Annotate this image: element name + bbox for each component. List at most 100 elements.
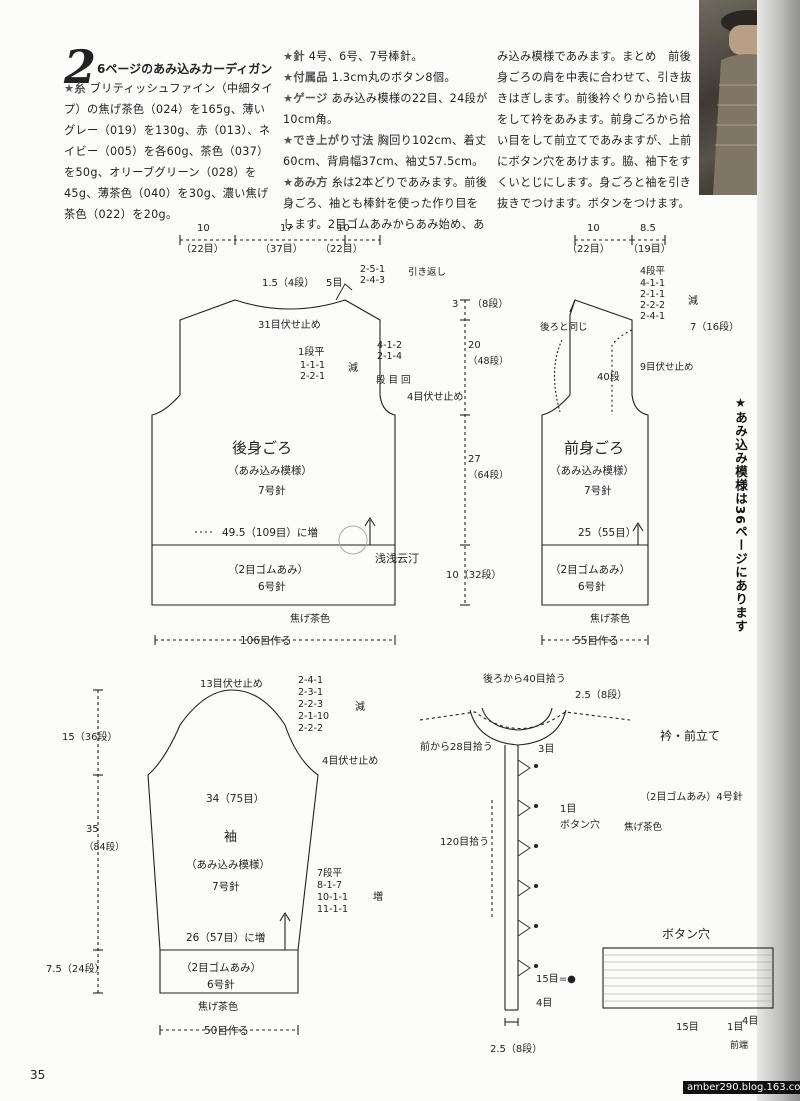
method-label: ★あみ方 [283,176,328,189]
diagram-label: 2.5（8段） [490,1042,542,1055]
diagram-label: 2-4-1 [640,311,665,322]
method-text: 糸は2本どりであみます。前後身ごろ、袖とも棒針を使った作り目をします。2目ゴムあ… [283,176,488,231]
buttonhole-chart-title: ボタン穴 [662,926,710,941]
diagram-stroke [517,759,531,977]
diagram-label: （64段） [468,469,509,481]
collar-title: 衿・前立て [660,728,720,743]
diagram-label: 焦げ茶色 [198,1000,238,1013]
front-title: 前身ごろ [564,439,624,457]
diagram-label: 4目 [536,998,552,1009]
size-text: 胸回り102cm、着丈60cm、背肩幅37cm、袖丈57.5cm。 [283,134,487,168]
diagram-label: 13目伏せ止め [200,677,263,690]
diagram-label: 7号針 [258,484,286,497]
diagram-label: 2-4-3 [360,275,385,286]
diagram-stroke [534,844,538,848]
materials-column: ★糸 ブリティッシュファイン（中細タイプ）の焦げ茶色（024）を165g、薄いグ… [64,78,276,225]
back-neck-bind: 31目伏せ止め [258,318,321,331]
diagram-label: 3 [452,299,458,310]
diagram-stroke [481,707,553,731]
diagram-stroke [534,964,538,968]
diagram-label: 2-1-1 [640,289,665,300]
book-spine-shadow [757,0,800,1101]
diagram-label: 11-1-1 [317,904,348,915]
diagram-stroke [534,764,538,768]
diagram-label: 前端 [730,1039,748,1051]
back-armhole-bind: 4目伏せ止め [407,390,463,403]
diagram-label: 15目=● [536,974,576,985]
diagram-label: 7段平 [317,867,343,879]
diagram-label: 2-2-1 [300,371,325,382]
diagram-label: 10（32段） [446,568,501,581]
diagram-label: 焦げ茶色 [290,612,330,625]
diagram-stroke [632,521,644,532]
diagram-label: 35 [86,824,99,835]
diagram-label: 34（75目） [206,793,264,805]
diagram-label: （あみ込み模様） [186,858,270,871]
back-dim-mid: 17 [280,223,293,234]
diagram-label: 9目伏せ止め [640,361,694,373]
diagram-label: 6号針 [207,978,235,991]
source-url: amber290.blog.163.com [683,1081,800,1094]
diagram-stroke [553,339,563,413]
diagram-label: 後ろから40目拾う [483,672,566,685]
diagram-label: （2目ゴムあみ） [550,563,630,576]
diagram-label: 後ろと同じ [540,321,588,333]
size-label: ★でき上がり寸法 [283,134,374,147]
watermark-text: 浅浅云汀 [375,552,419,565]
diagram-label: 4段平 [640,265,666,277]
diagram-label: 8-1-7 [317,880,342,891]
diagram-stroke [611,329,633,415]
diagram-label: 27 [468,454,481,465]
diagram-stroke [364,516,376,527]
back-cast-on: 106目作る [240,635,292,647]
diagram-stroke [534,884,538,888]
diagram-stroke [419,711,631,729]
diagram-label: 10-1-1 [317,892,348,903]
diagram-stroke [469,709,567,746]
specs-column: ★針 4号、6号、7号棒針。 ★付属品 1.3cm丸のボタン8個。 ★ゲージ あ… [283,46,488,235]
diagram-stroke [534,924,538,928]
diagram-label: 15目 [676,1022,699,1033]
diagram-label: 1段平 [298,345,324,358]
diagram-label: 20 [468,340,481,351]
needle-text: 4号、6号、7号棒針。 [308,50,423,63]
finishing-column: み込み模様であみます。まとめ 前後身ごろの肩を中表に合わせて、引き抜きはぎします… [497,46,695,214]
diagram-label: 6号針 [258,580,286,593]
pattern-reference-note: ★あみ込み模様は36ページにあります [733,395,748,633]
yarn-text: ブリティッシュファイン（中細タイプ）の焦げ茶色（024）を165g、薄いグレー（… [64,82,273,221]
diagram-label: 25（55目） [578,527,636,539]
back-sts-right: （22目） [320,243,363,255]
diagram-label: 減 [348,361,358,374]
sleeve-outline [147,689,319,994]
diagram-label: 7.5（24段） [46,962,105,975]
back-neck-depth: 1.5（4段） [262,276,314,289]
diagram-label: 増 [373,890,383,903]
diagram-label: 2-1-10 [298,711,329,722]
diagram-label: （19目） [628,243,671,255]
diagram-label: 減 [688,294,698,307]
diagram-stroke [335,283,353,301]
diagram-label: 2-4-1 [298,675,323,686]
diagram-label: 2-2-3 [298,699,323,710]
back-sts-mid: （37目） [260,243,303,255]
diagram-label: 1目 [560,804,576,815]
back-title: 後身ごろ [232,439,292,457]
finishing-text: み込み模様であみます。まとめ 前後身ごろの肩を中表に合わせて、引き抜きはぎします… [497,50,692,210]
back-dim-right: 10 [337,223,350,234]
diagram-label: 4目 [742,1016,758,1027]
diagram-label: 6号針 [578,580,606,593]
diagram-label: （2目ゴムあみ）4号針 [640,790,743,803]
diagram-label: 50目作る [204,1025,249,1037]
diagram-label: 2.5（8段） [575,688,627,701]
diagram-label: 7（16段） [690,320,739,333]
diagram-label: 2-2-2 [640,300,665,311]
diagram-label: （2目ゴムあみ） [228,563,308,576]
front-body-outline [541,299,649,606]
notions-label: ★付属品 [283,71,328,84]
needle-label: ★針 [283,50,305,63]
back-row-header: 段 目 回 [376,374,411,386]
diagram-label: 4-1-1 [640,278,665,289]
diagram-label: 26（57目）に増 [186,931,265,944]
notions-text: 1.3cm丸のボタン8個。 [331,71,456,84]
